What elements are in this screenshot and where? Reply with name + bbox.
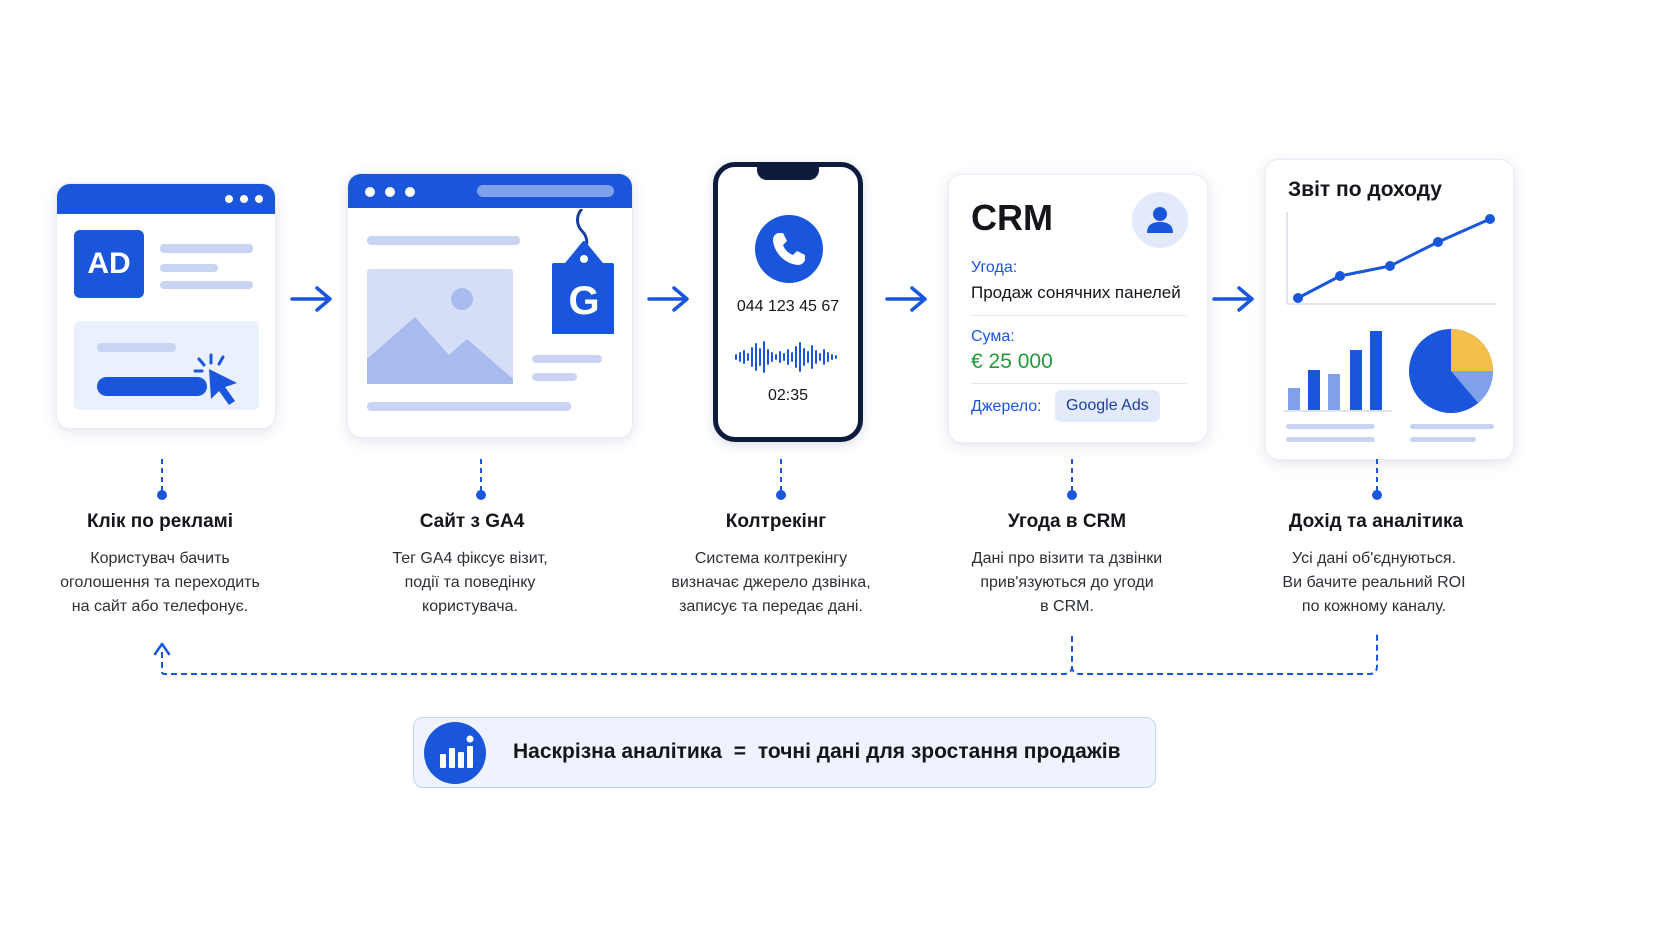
flow-arrow: [1212, 286, 1254, 312]
flow-arrow: [885, 286, 927, 312]
text-line: [97, 343, 176, 352]
pie-chart-icon: [1409, 329, 1493, 413]
line-chart-icon: [1286, 212, 1496, 305]
summary-text: Наскрізна аналітика = точні дані для зро…: [513, 718, 1121, 786]
text-line: [1286, 424, 1375, 429]
desc-line: Дані про візити та дзвінки: [971, 550, 1163, 567]
step-title-ad-click: Клік по рекламі: [87, 511, 233, 532]
tag-letter: G: [568, 279, 600, 323]
price-tag-icon: G: [552, 209, 616, 334]
deal-label: Угода:: [971, 259, 1018, 276]
phone-number: 044 123 45 67: [736, 298, 840, 315]
revenue-report-card: Звіт по доходу: [1265, 159, 1514, 460]
step-desc-revenue: Усі дані об'єднуються. Ви бачите реальни…: [1214, 547, 1534, 619]
ad-badge-label: AD: [87, 247, 131, 280]
phone-notch: [757, 167, 819, 180]
window-dot: [255, 195, 263, 203]
crm-title: CRM: [971, 197, 1053, 238]
summary-equals: =: [733, 740, 747, 763]
text-line: [1410, 437, 1476, 442]
text-line: [160, 244, 253, 253]
step-title-crm-deal: Угода в CRM: [1007, 511, 1127, 532]
analytics-icon: [424, 722, 486, 784]
address-bar: [477, 185, 614, 197]
summary-banner: Наскрізна аналітика = точні дані для зро…: [413, 717, 1156, 788]
text-line: [532, 373, 577, 381]
desc-line: Тег GA4 фіксує візит,: [392, 550, 548, 567]
ad-card: AD: [56, 183, 276, 429]
desc-line: події та поведінку: [404, 574, 536, 591]
bar-chart-icon: [1284, 331, 1392, 412]
crm-card: CRM Угода: Продаж сонячних панелей Сума:…: [948, 174, 1208, 443]
window-dot: [365, 187, 375, 197]
step-desc-ad-click: Користувач бачить оголошення та переходи…: [0, 547, 320, 619]
text-line: [1286, 437, 1375, 442]
step-connectors: [157, 459, 1382, 500]
desc-line: Користувач бачить: [90, 550, 230, 567]
phone-handset-icon: [755, 215, 823, 283]
step-desc-calltracking: Система колтрекінгу визначає джерело дзв…: [611, 547, 931, 619]
report-title: Звіт по доходу: [1288, 178, 1442, 201]
feedback-loop-arrow: [153, 634, 1378, 675]
desc-line: оголошення та переходить: [60, 574, 260, 591]
step-title-ga4-site: Сайт з GA4: [419, 511, 525, 532]
phone-frame: 044 123 45 67 02:35: [713, 162, 863, 442]
text-line: [367, 236, 520, 245]
flow-arrow: [647, 286, 689, 312]
step-desc-ga4-site: Тег GA4 фіксує візит, події та поведінку…: [310, 547, 630, 619]
source-badge: Google Ads: [1055, 390, 1160, 422]
window-dot: [385, 187, 395, 197]
text-line: [160, 281, 253, 289]
summary-left: Наскрізна аналітика: [513, 740, 722, 763]
step-title-calltracking: Колтрекінг: [725, 511, 827, 532]
ad-badge: AD: [74, 230, 144, 298]
browser-titlebar: [57, 184, 275, 214]
summary-right: точні дані для зростання продажів: [757, 740, 1121, 763]
window-dot: [225, 195, 233, 203]
text-line: [367, 402, 571, 411]
text-line: [532, 355, 602, 363]
text-line: [1410, 424, 1494, 429]
user-avatar-icon: [1132, 192, 1188, 248]
call-duration: 02:35: [767, 387, 809, 404]
desc-line: визначає джерело дзвінка,: [671, 574, 871, 591]
window-dot: [405, 187, 415, 197]
step-title-revenue: Дохід та аналітика: [1288, 511, 1464, 532]
desc-line: прив'язуються до угоди: [980, 574, 1154, 591]
step-desc-crm-deal: Дані про візити та дзвінки прив'язуються…: [907, 547, 1227, 619]
image-placeholder-icon: [367, 269, 513, 384]
desc-line: Усі дані об'єднуються.: [1291, 550, 1457, 567]
flow-arrow: [290, 286, 332, 312]
desc-line: в CRM.: [1040, 598, 1094, 615]
desc-line: на сайт або телефонує.: [71, 598, 249, 615]
text-line: [160, 264, 218, 272]
desc-line: користувача.: [422, 598, 518, 615]
window-dot: [240, 195, 248, 203]
desc-line: Ви бачите реальний ROI: [1282, 574, 1466, 591]
divider: [971, 315, 1187, 316]
sum-value: € 25 000: [971, 350, 1053, 373]
cta-button: [97, 377, 207, 396]
desc-line: записує та передає дані.: [679, 598, 863, 615]
desc-line: Система колтрекінгу: [694, 550, 848, 567]
ga4-site-card: G: [347, 173, 633, 438]
sound-wave-icon: [735, 341, 837, 373]
deal-value: Продаж сонячних панелей: [971, 283, 1181, 302]
divider: [971, 383, 1187, 384]
cursor-click-icon: [193, 353, 237, 405]
desc-line: по кожному каналу.: [1301, 598, 1447, 615]
source-label: Джерело:: [971, 398, 1042, 415]
sum-label: Сума:: [971, 328, 1015, 345]
